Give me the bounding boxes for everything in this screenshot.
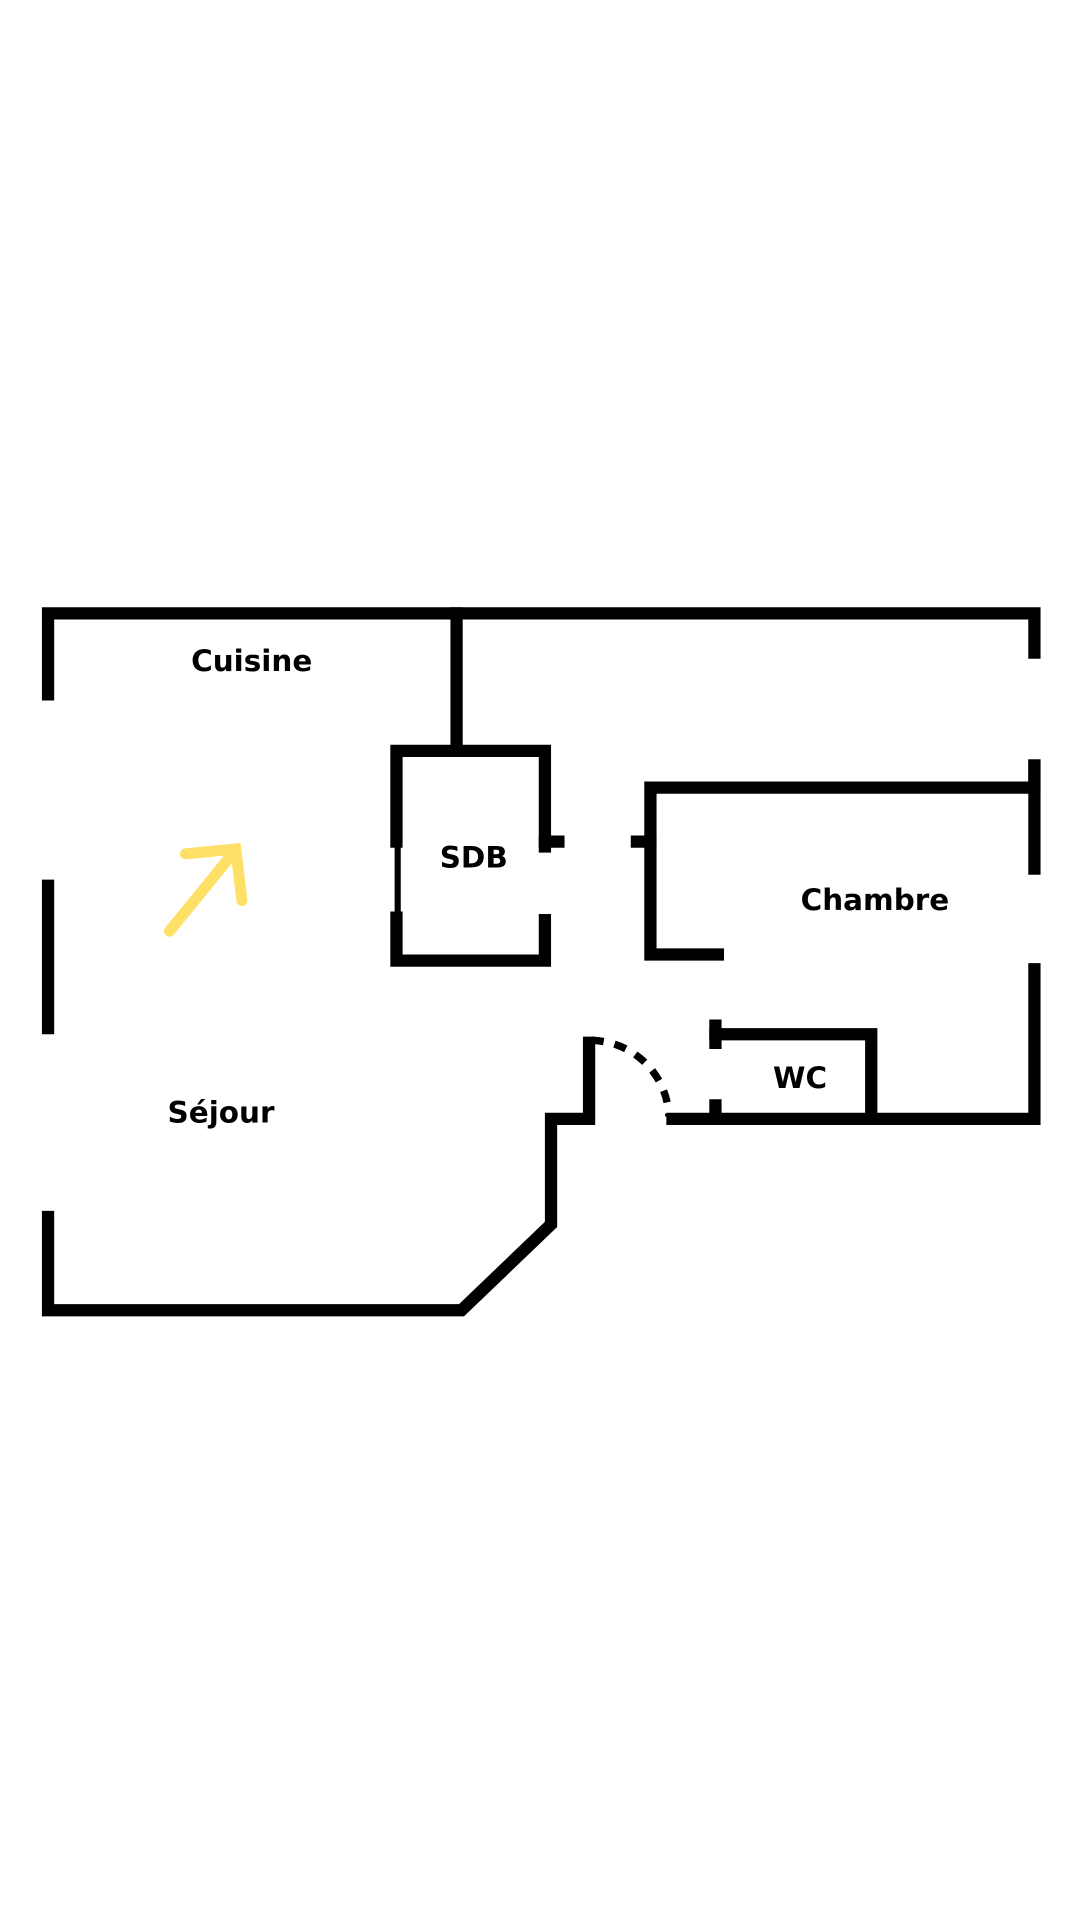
entrance-door-swing (591, 1036, 673, 1117)
toilet-wall (709, 1028, 878, 1126)
top-wall (41, 607, 1041, 701)
outer-wall-bottom (41, 1036, 596, 1317)
room-label-bathroom: SDB (440, 840, 508, 874)
room-label-bedroom: Chambre (801, 883, 950, 917)
room-label-living-room: Séjour (168, 1095, 275, 1129)
north-east-arrow-icon (163, 842, 248, 937)
room-label-toilet: WC (773, 1061, 827, 1095)
bedroom-right-lower (666, 963, 1041, 1126)
bathroom-wall-bottom (390, 911, 552, 967)
walls (41, 607, 1041, 1317)
bedroom-wall (644, 759, 1041, 961)
bathroom-wall-top (390, 744, 552, 853)
room-label-kitchen: Cuisine (191, 644, 312, 678)
